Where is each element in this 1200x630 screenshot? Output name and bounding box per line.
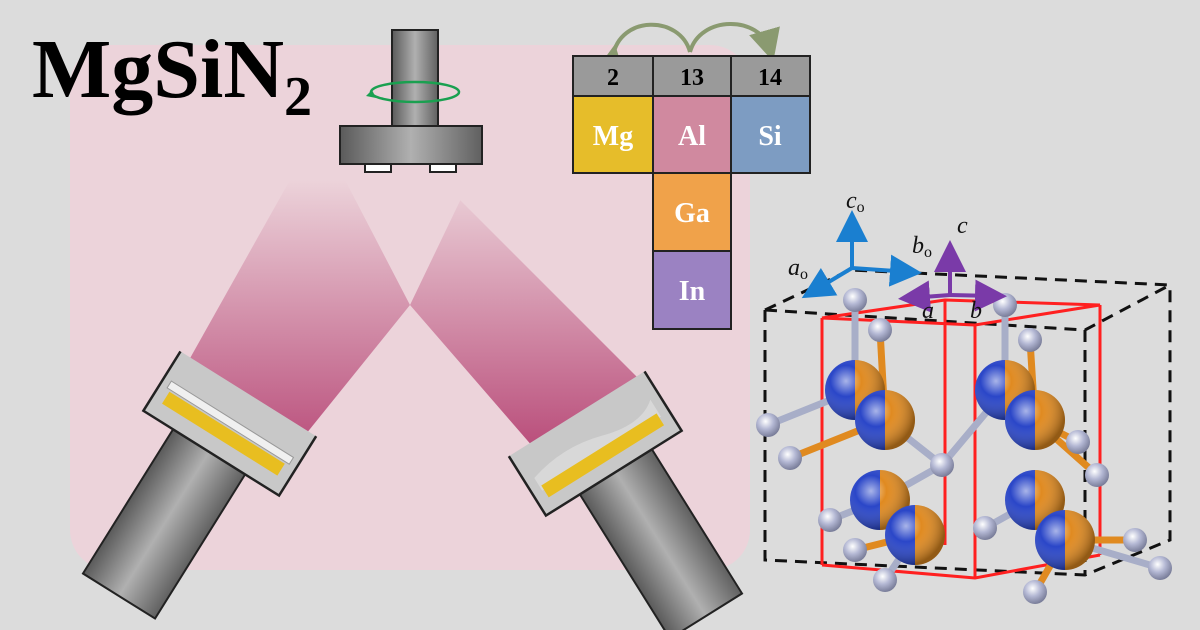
nitrogen-atom bbox=[873, 568, 897, 592]
element-si: Si bbox=[758, 121, 782, 152]
axis-c-o-label: co bbox=[846, 188, 865, 216]
crystal-structure: co bo ao c a b bbox=[756, 188, 1176, 604]
axis-a-label: a bbox=[922, 298, 934, 324]
atom-shading bbox=[885, 505, 945, 565]
element-mg: Mg bbox=[593, 121, 633, 152]
nitrogen-atom bbox=[973, 516, 997, 540]
atom-shading bbox=[855, 390, 915, 450]
atom-shading bbox=[1035, 510, 1095, 570]
substrate-holder bbox=[339, 29, 483, 173]
cell-in bbox=[652, 250, 732, 330]
cell-si bbox=[730, 95, 811, 174]
cell-mg bbox=[572, 95, 654, 174]
group-13-label: 13 bbox=[680, 65, 704, 91]
group-2-label: 2 bbox=[607, 65, 619, 91]
axis-b-label: b bbox=[970, 298, 982, 324]
nitrogen-atom bbox=[1085, 463, 1109, 487]
axis-c-label: c bbox=[957, 213, 968, 239]
hexagonal-axes: c a b bbox=[898, 213, 1007, 324]
nitrogen-atom bbox=[1148, 556, 1172, 580]
nitrogen-atom bbox=[843, 288, 867, 312]
nitrogen-atom bbox=[1123, 528, 1147, 552]
nitrogen-atom bbox=[843, 538, 867, 562]
atom-shading bbox=[1005, 390, 1065, 450]
nitrogen-atom bbox=[1066, 430, 1090, 454]
axis-a-o-label: ao bbox=[788, 255, 808, 283]
nitrogen-atom bbox=[930, 453, 954, 477]
nitrogen-atom bbox=[868, 318, 892, 342]
nitrogen-atom bbox=[993, 293, 1017, 317]
sputter-gun-left bbox=[81, 350, 318, 620]
element-al: Al bbox=[678, 121, 706, 152]
element-ga: Ga bbox=[674, 198, 710, 229]
nitrogen-atom bbox=[1023, 580, 1047, 604]
periodic-table: 2 13 14 Mg Al Si Ga In bbox=[572, 22, 811, 330]
nitrogen-atom bbox=[818, 508, 842, 532]
nitrogen-atom bbox=[778, 446, 802, 470]
axis-b-o-label: bo bbox=[912, 233, 932, 261]
page-title: MgSiN2 bbox=[32, 23, 312, 128]
nitrogen-atom bbox=[1018, 328, 1042, 352]
group-14-label: 14 bbox=[758, 65, 782, 91]
orthorhombic-axes: co bo ao bbox=[788, 188, 932, 299]
element-in: In bbox=[679, 276, 706, 307]
nitrogen-atom bbox=[756, 413, 780, 437]
sputter-gun-right bbox=[507, 370, 744, 630]
